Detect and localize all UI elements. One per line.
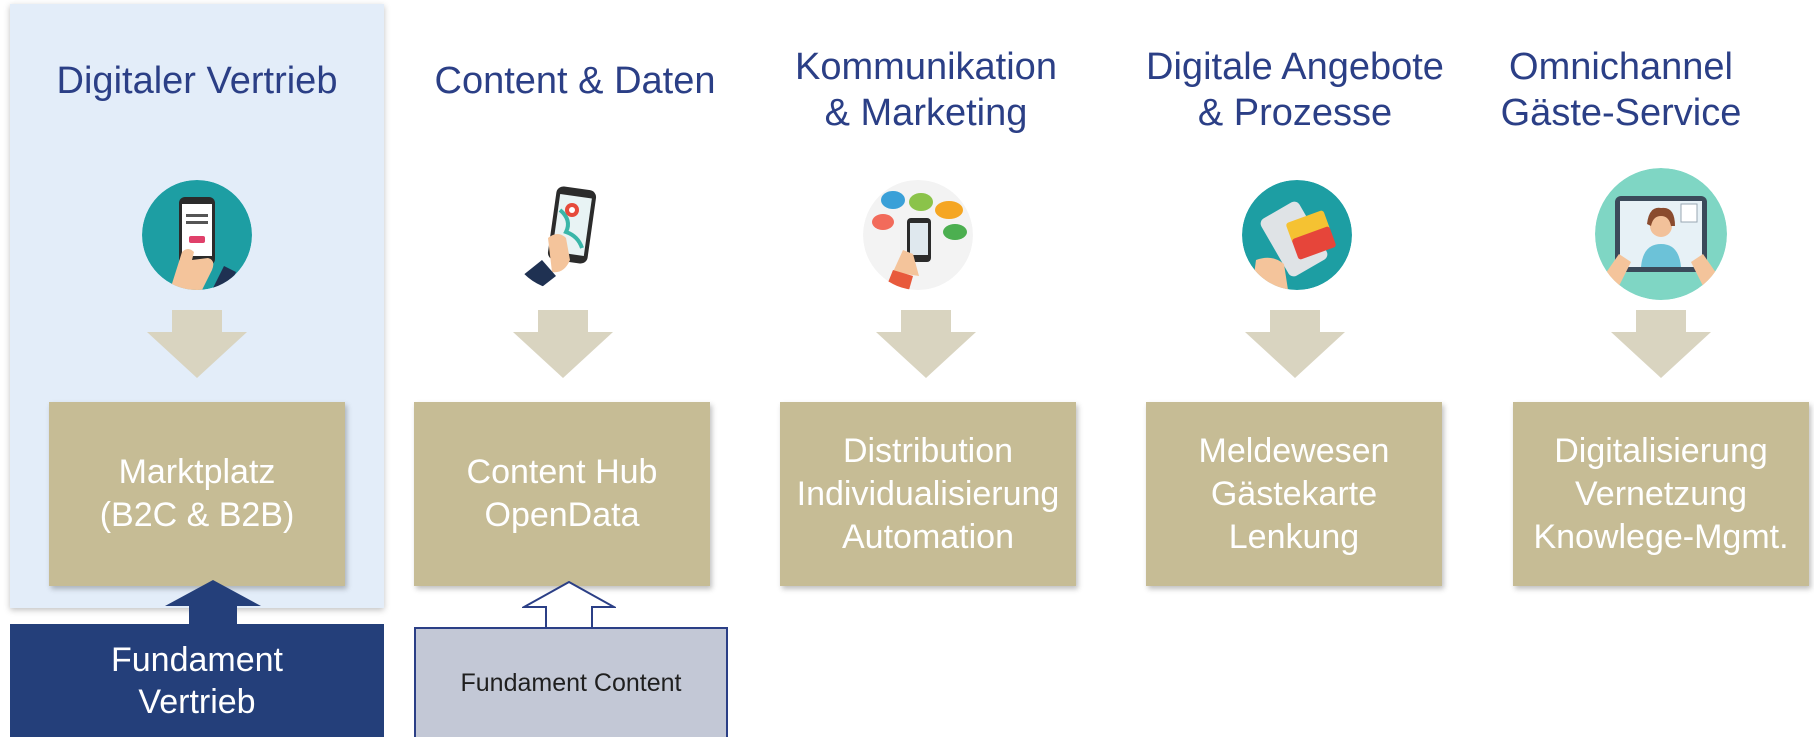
column-title-line: Kommunikation [795, 46, 1057, 88]
box-digitalisierung: Digitalisierung Vernetzung Knowlege-Mgmt… [1513, 402, 1809, 586]
box-line: Meldewesen [1198, 431, 1390, 470]
box-content-hub: Content Hub OpenData [414, 402, 710, 586]
column-title-line: Digitaler Vertrieb [56, 60, 338, 102]
column-title-digitale-angebote: Digitale Angebote & Prozesse [1112, 44, 1478, 136]
column-title-line: Omnichannel [1509, 46, 1733, 88]
ticket-phone-icon [1242, 180, 1352, 290]
box-meldewesen: Meldewesen Gästekarte Lenkung [1146, 402, 1442, 586]
online-booking-phone-icon [142, 180, 252, 290]
down-arrow-1 [147, 310, 247, 378]
social-media-phone-icon [863, 180, 973, 290]
foundation-content: Fundament Content [414, 627, 728, 737]
down-arrow-2 [513, 310, 613, 378]
column-title-line: Digitale Angebote [1146, 46, 1444, 88]
column-title-line: Gäste-Service [1500, 92, 1742, 134]
column-title-content-daten: Content & Daten [392, 58, 758, 104]
box-marktplatz: Marktplatz (B2C & B2B) [49, 402, 345, 586]
column-title-line: Content & Daten [434, 60, 716, 102]
map-phone-icon [522, 186, 597, 290]
column-title-omnichannel: Omnichannel Gäste-Service [1438, 44, 1804, 136]
box-line: Gästekarte [1210, 474, 1378, 513]
foundation-line: Fundament [111, 640, 283, 679]
box-distribution: Distribution Individualisierung Automati… [780, 402, 1076, 586]
box-line: Vernetzung [1574, 474, 1748, 513]
box-line: Digitalisierung [1554, 431, 1768, 470]
foundation-line: Vertrieb [138, 682, 256, 721]
column-title-digitaler-vertrieb: Digitaler Vertrieb [14, 58, 380, 104]
up-arrow-vertrieb [165, 580, 261, 628]
box-line: (B2C & B2B) [99, 496, 295, 534]
down-arrow-4 [1245, 310, 1345, 378]
column-title-line: & Prozesse [1197, 92, 1393, 134]
up-arrow-content [522, 581, 616, 629]
foundation-vertrieb: Fundament Vertrieb [10, 624, 384, 737]
box-line: OpenData [484, 496, 640, 534]
box-line: Marktplatz [118, 453, 276, 491]
box-line: Automation [842, 517, 1014, 556]
video-call-tablet-icon [1595, 168, 1727, 300]
column-title-kommunikation: Kommunikation & Marketing [743, 44, 1109, 136]
box-line: Lenkung [1228, 517, 1360, 556]
down-arrow-5 [1611, 310, 1711, 378]
box-line: Knowlege-Mgmt. [1533, 517, 1789, 556]
column-title-line: & Marketing [824, 92, 1028, 134]
down-arrow-3 [876, 310, 976, 378]
box-line: Distribution [842, 431, 1014, 470]
box-line: Content Hub [466, 453, 658, 491]
box-line: Individualisierung [796, 474, 1060, 513]
foundation-line: Fundament Content [460, 669, 682, 697]
